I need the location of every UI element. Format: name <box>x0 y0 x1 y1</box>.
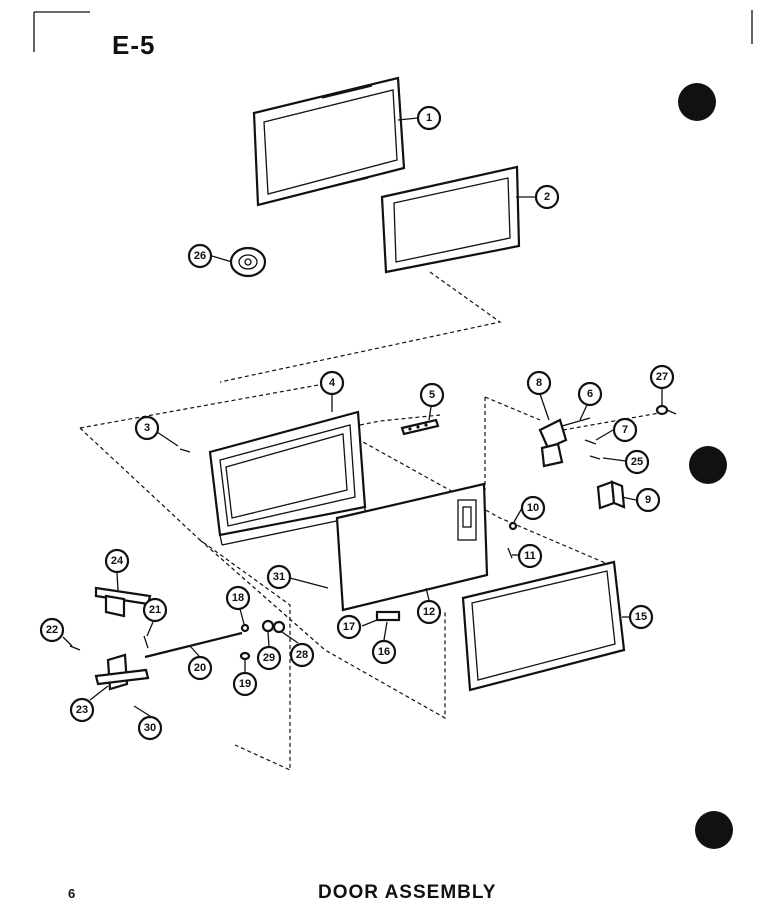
svg-text:20: 20 <box>194 662 206 674</box>
svg-text:7: 7 <box>622 424 628 436</box>
guide-line-frame-top <box>79 381 336 429</box>
callout-4: 4 <box>319 370 345 396</box>
part-rod <box>144 631 243 659</box>
callout-1: 1 <box>416 105 442 131</box>
guide-line-diagonal <box>344 431 611 566</box>
part-door-panel <box>335 482 489 612</box>
diagram-caption: DOOR ASSEMBLY <box>318 882 497 903</box>
callout-20: 20 <box>187 655 213 681</box>
guide-line-latch-top <box>484 396 541 421</box>
callout-12: 12 <box>416 599 442 625</box>
svg-text:5: 5 <box>429 389 435 401</box>
callout-23: 23 <box>69 697 95 723</box>
part-pin <box>655 404 677 416</box>
part-outer-frame <box>252 76 406 207</box>
svg-text:30: 30 <box>144 722 156 734</box>
part-door-frame <box>208 410 367 546</box>
guide-line-part27 <box>562 411 666 431</box>
guide-line-upper <box>219 271 502 383</box>
part-window-panel <box>380 165 521 274</box>
svg-text:28: 28 <box>296 649 308 661</box>
svg-text:21: 21 <box>149 604 161 616</box>
callout-25: 25 <box>624 449 650 475</box>
callout-7: 7 <box>612 417 638 443</box>
part-latch <box>538 417 591 468</box>
svg-text:24: 24 <box>111 555 124 567</box>
svg-text:25: 25 <box>631 456 643 468</box>
callout-30: 30 <box>137 715 163 741</box>
callout-16: 16 <box>371 639 397 665</box>
svg-text:12: 12 <box>423 606 435 618</box>
callout-24: 24 <box>104 548 130 574</box>
svg-text:23: 23 <box>76 704 88 716</box>
svg-text:1: 1 <box>426 112 432 124</box>
guide-line-left <box>79 427 291 771</box>
callout-10: 10 <box>520 495 546 521</box>
callout-9: 9 <box>635 487 661 513</box>
svg-text:9: 9 <box>645 494 651 506</box>
svg-text:8: 8 <box>536 377 542 389</box>
part-catch <box>596 480 626 510</box>
callout-26: 26 <box>187 243 213 269</box>
svg-text:6: 6 <box>587 388 593 400</box>
callout-11: 11 <box>517 543 543 569</box>
callout-21: 21 <box>142 597 168 623</box>
callout-3: 3 <box>134 415 160 441</box>
callout-18: 18 <box>225 585 251 611</box>
callout-17: 17 <box>336 614 362 640</box>
svg-text:15: 15 <box>635 611 647 623</box>
small-hardware <box>69 439 601 661</box>
part-hinge-bracket <box>94 586 152 618</box>
binder-hole-bottom <box>695 811 733 849</box>
svg-text:27: 27 <box>656 371 668 383</box>
svg-text:22: 22 <box>46 624 58 636</box>
callout-28: 28 <box>289 642 315 668</box>
page-number: 6 <box>68 886 76 901</box>
svg-text:2: 2 <box>544 191 550 203</box>
guide-line-lower <box>199 539 446 720</box>
svg-text:18: 18 <box>232 592 244 604</box>
callout-19: 19 <box>232 671 258 697</box>
diagram-code: E-5 <box>112 30 156 60</box>
callout-22: 22 <box>39 617 65 643</box>
binder-hole-middle <box>689 446 727 484</box>
callout-2: 2 <box>534 184 560 210</box>
callout-27: 27 <box>649 364 675 390</box>
svg-text:19: 19 <box>239 678 251 690</box>
svg-text:10: 10 <box>527 502 539 514</box>
svg-text:26: 26 <box>194 250 206 262</box>
callout-15: 15 <box>628 604 654 630</box>
svg-text:3: 3 <box>144 422 150 434</box>
svg-text:16: 16 <box>378 646 390 658</box>
part-gasket-frame <box>461 560 626 692</box>
leader-lines <box>62 117 663 717</box>
part-strip <box>400 418 440 436</box>
callout-5: 5 <box>419 382 445 408</box>
svg-text:11: 11 <box>524 550 536 562</box>
part-grommet <box>229 246 267 278</box>
svg-text:29: 29 <box>263 652 275 664</box>
binder-hole-top <box>678 83 716 121</box>
callout-6: 6 <box>577 381 603 407</box>
callout-8: 8 <box>526 370 552 396</box>
callout-31: 31 <box>266 564 292 590</box>
callout-29: 29 <box>256 645 282 671</box>
svg-text:4: 4 <box>329 377 336 389</box>
svg-text:17: 17 <box>343 621 355 633</box>
svg-text:31: 31 <box>273 571 285 583</box>
part-lower-hinge <box>94 653 150 691</box>
